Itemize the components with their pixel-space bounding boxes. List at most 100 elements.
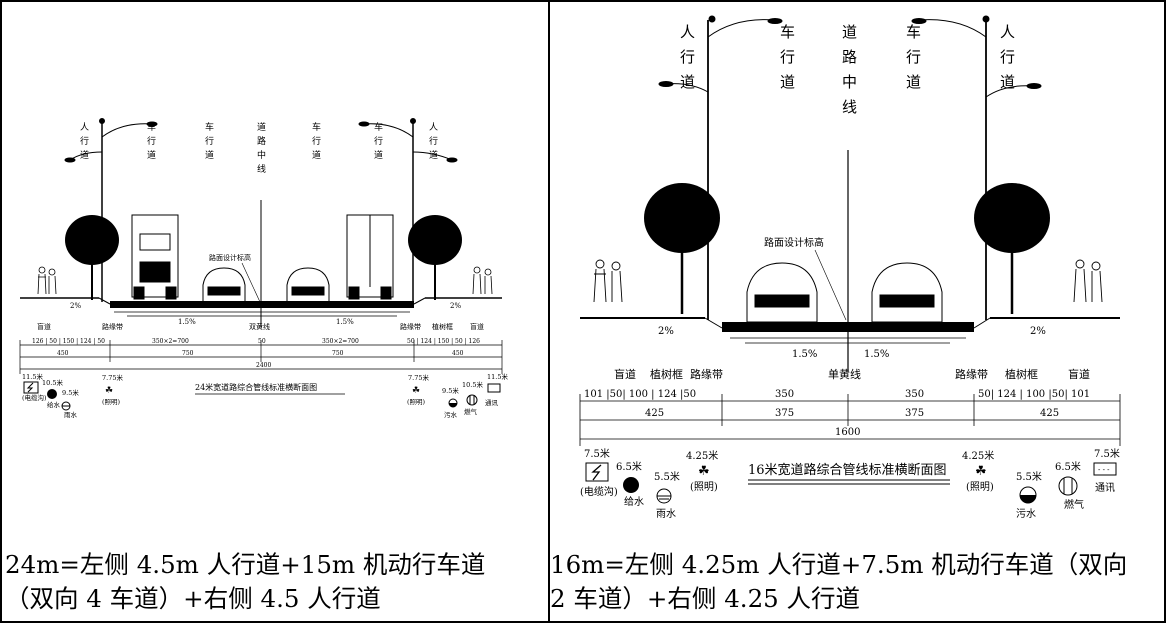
label-sidewalk-right: 人 (429, 122, 438, 133)
dimension-lines (579, 394, 1121, 446)
svg-text:7.5米: 7.5米 (1094, 447, 1120, 460)
svg-text:350×2=700: 350×2=700 (152, 338, 189, 345)
svg-text:行: 行 (906, 48, 921, 66)
svg-text:道: 道 (205, 149, 214, 161)
telecom-icon (487, 383, 501, 393)
label-slope-left: 2% (70, 302, 81, 310)
svg-text:道: 道 (312, 149, 321, 161)
right-cell: 人 行道 车 行道 道 路中线 车 行道 人 行道 (550, 2, 1164, 621)
label-lane-3: 车 (312, 121, 321, 133)
label-slope-left: 2% (658, 326, 674, 337)
tree-icon (65, 215, 119, 300)
label-tree-box-left: 植树框 (650, 367, 683, 381)
label-curb-right: 路缘带 (400, 322, 421, 331)
car-icon (871, 262, 943, 323)
label-lane-right: 车 (906, 23, 921, 41)
label-sidewalk-right: 人 (1000, 23, 1015, 41)
label-curb-left: 路缘带 (690, 368, 723, 381)
label-curb-left: 路缘带 (102, 322, 123, 331)
dim-sidewalk-right: 425 (1040, 408, 1059, 419)
svg-text:雨水: 雨水 (64, 410, 78, 419)
svg-text:道: 道 (780, 73, 795, 91)
svg-text:路: 路 (842, 48, 857, 66)
label-lane-4: 车 (374, 121, 383, 133)
svg-text:(照明): (照明) (690, 481, 718, 493)
car-icon (202, 267, 246, 303)
car-icon (746, 262, 818, 323)
svg-text:(照明): (照明) (407, 398, 426, 406)
street-light-icon (358, 118, 458, 302)
right-cross-section-drawing: 人 行道 车 行道 道 路中线 车 行道 人 行道 (579, 15, 1121, 520)
table-border-middle (548, 0, 550, 623)
water-supply-icon (623, 477, 639, 493)
svg-text:10.5米: 10.5米 (42, 378, 63, 387)
svg-text:行: 行 (80, 135, 89, 147)
svg-text:- - -: - - - (1098, 466, 1110, 474)
svg-text:污水: 污水 (1016, 508, 1036, 520)
table-border-top (0, 0, 1166, 2)
pedestrian-icon (472, 266, 493, 295)
svg-text:燃气: 燃气 (464, 407, 478, 416)
left-cross-section-drawing: 人 行道 车 行道 车 行道 道 路中线 车 行道 车 行道 人 行道 (19, 118, 508, 419)
label-curb-right: 路缘带 (955, 368, 988, 381)
svg-text:126 | 50 | 150 | 124 | 50: 126 | 50 | 150 | 124 | 50 (32, 338, 105, 345)
svg-text:(照明): (照明) (966, 481, 994, 493)
svg-text:7.75米: 7.75米 (408, 373, 429, 382)
truck-icon (346, 214, 394, 300)
label-design-elevation: 路面设计标高 (209, 253, 251, 262)
svg-text:道: 道 (680, 73, 695, 91)
svg-text:中: 中 (257, 149, 266, 161)
svg-text:道: 道 (80, 149, 89, 161)
right-caption-line-1: 16m=左侧 4.25m 人行道+7.5m 机动行车道（双向 (550, 550, 1128, 579)
svg-text:中: 中 (842, 73, 857, 91)
label-slope-center-right: 1.5% (864, 349, 889, 360)
svg-text:雨水: 雨水 (656, 508, 676, 520)
label-lane-2: 车 (205, 121, 214, 133)
water-supply-icon (47, 389, 57, 399)
left-drawing-title: 24米宽道路综合管线标准横断面图 (195, 382, 317, 392)
dim-road-right: 750 (332, 350, 344, 357)
svg-text:污水: 污水 (444, 410, 458, 419)
table-border-bottom (0, 621, 1166, 623)
pedestrian-icon (37, 266, 57, 295)
label-sidewalk-left: 人 (80, 122, 89, 133)
label-blind-right: 盲道 (470, 322, 484, 331)
svg-text:道: 道 (906, 73, 921, 91)
svg-text:(电缆沟): (电缆沟) (580, 485, 618, 498)
svg-text:行: 行 (205, 135, 214, 147)
svg-text:101 |50| 100 | 124 |50: 101 |50| 100 | 124 |50 (584, 389, 696, 400)
dim-total: 1600 (835, 427, 860, 438)
tree-icon (644, 183, 720, 314)
svg-text:通讯: 通讯 (1095, 482, 1115, 494)
label-blind-left: 盲道 (37, 322, 51, 331)
svg-text:350: 350 (775, 389, 794, 400)
dim-sidewalk-left: 450 (57, 350, 69, 357)
car-icon (286, 267, 330, 303)
label-centerline: 道 (257, 121, 266, 133)
lighting-icon: ☘ (105, 386, 113, 396)
road-surface (580, 317, 1120, 344)
label-yellow-line: 双黄线 (249, 322, 270, 331)
svg-text:9.5米: 9.5米 (62, 388, 79, 397)
right-drawing-title: 16米宽道路综合管线标准横断面图 (748, 462, 947, 478)
svg-text:11.5米: 11.5米 (487, 372, 508, 381)
svg-text:10.5米: 10.5米 (462, 380, 483, 389)
label-tree-box: 植树框 (432, 322, 453, 331)
svg-text:线: 线 (257, 163, 266, 175)
label-slope-center-right: 1.5% (336, 318, 354, 326)
svg-text:道: 道 (374, 149, 383, 161)
street-light-icon (64, 118, 158, 302)
pedestrian-icon (1073, 259, 1103, 303)
left-cell: 人 行道 车 行道 车 行道 道 路中线 车 行道 车 行道 人 行道 (2, 2, 548, 621)
label-slope-right: 2% (450, 302, 461, 310)
svg-text:行: 行 (1000, 48, 1015, 66)
svg-text:道: 道 (147, 149, 156, 161)
label-lane-left: 车 (780, 23, 795, 41)
dimension-lines (19, 340, 503, 374)
svg-text:(电缆沟): (电缆沟) (22, 393, 47, 402)
svg-text:6.5米: 6.5米 (1055, 460, 1081, 473)
tree-icon (408, 215, 462, 300)
label-design-elevation: 路面设计标高 (764, 236, 824, 249)
svg-text:路: 路 (257, 135, 266, 147)
